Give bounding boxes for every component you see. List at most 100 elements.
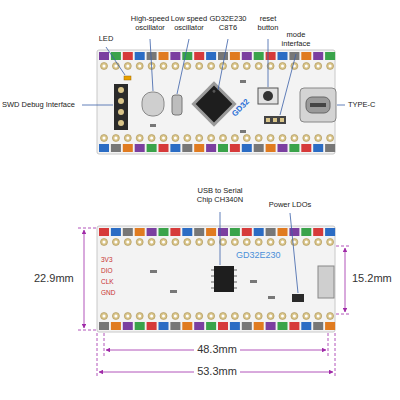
pin-label-strip <box>230 228 240 236</box>
callout-label: High-speed oscillator <box>128 14 172 32</box>
pin-pad <box>327 63 334 70</box>
pin-label-strip <box>147 322 157 330</box>
pin-label-strip <box>230 144 240 152</box>
pin-label-strip <box>147 52 157 60</box>
pcb-board <box>97 50 335 154</box>
pin-hole <box>174 241 177 244</box>
pin-label-strip <box>170 52 180 60</box>
pin-hole <box>293 137 296 140</box>
pin-label-strip <box>325 144 335 152</box>
pin-pad <box>184 239 191 246</box>
pin-pad <box>101 239 108 246</box>
smd-part <box>268 296 275 299</box>
pin-name: DIO <box>101 267 119 275</box>
pin-hole <box>198 241 201 244</box>
pin-hole <box>103 241 106 244</box>
callout-label: SWD Debug Interface <box>2 100 82 109</box>
pin-label-strip <box>194 144 204 152</box>
pin-label-strip <box>159 322 169 330</box>
pin-hole <box>281 65 284 68</box>
pin-hole <box>305 137 308 140</box>
pin-hole <box>233 137 236 140</box>
pin-label-strip <box>194 322 204 330</box>
pin-hole <box>329 65 332 68</box>
pin-hole <box>257 241 260 244</box>
swd-header <box>114 84 128 130</box>
pin-hole <box>222 241 225 244</box>
pin-hole <box>114 137 117 140</box>
smd-part <box>240 130 246 133</box>
pin-name: CLK <box>101 278 119 286</box>
pin-hole <box>245 65 248 68</box>
pin-pad <box>196 313 203 320</box>
pin-hole <box>305 241 308 244</box>
pin-hole <box>150 241 153 244</box>
pin-pad <box>172 313 179 320</box>
pin-hole <box>269 315 272 318</box>
pin-label-strip <box>159 52 169 60</box>
pin-label-strip <box>99 322 109 330</box>
pin-label-strip <box>266 322 276 330</box>
pin-hole <box>257 315 260 318</box>
pin-hole <box>114 241 117 244</box>
callout-label: TYPE-C <box>348 100 388 109</box>
pin-label-strip <box>111 322 121 330</box>
pin-label-strip <box>194 52 204 60</box>
pin-label-strip <box>278 322 288 330</box>
pin-label-strip <box>254 228 264 236</box>
pin-label-strip <box>289 228 299 236</box>
pin-pad <box>160 135 167 142</box>
pin-pad <box>327 239 334 246</box>
pin-hole <box>138 315 141 318</box>
pin-pad <box>267 313 274 320</box>
pin-hole <box>317 137 320 140</box>
pin-pad <box>279 239 286 246</box>
pin-hole <box>257 65 260 68</box>
pin-hole <box>162 65 165 68</box>
pin-pad <box>303 239 310 246</box>
pin-hole <box>281 315 284 318</box>
pin-pad <box>255 135 262 142</box>
pin-label-strip <box>278 228 288 236</box>
ls-crystal <box>172 95 182 115</box>
pin-hole <box>126 65 129 68</box>
pin-label-strip <box>123 52 133 60</box>
pin-hole <box>103 137 106 140</box>
pin-pad <box>220 135 227 142</box>
pin-hole <box>281 137 284 140</box>
pin-label-strip <box>254 52 264 60</box>
reset-button <box>258 88 278 104</box>
pin-label-strip <box>278 52 288 60</box>
pin-label-strip <box>218 52 228 60</box>
pin-name: GND <box>101 289 119 297</box>
led <box>124 76 131 80</box>
usb-c-connector <box>300 88 336 122</box>
pin-pad <box>291 239 298 246</box>
pin-pad <box>279 313 286 320</box>
pin-label-strip <box>242 52 252 60</box>
pin-hole <box>162 241 165 244</box>
pin-hole <box>329 315 332 318</box>
pin-pad <box>184 313 191 320</box>
pin-label-strip <box>111 228 121 236</box>
pin-hole <box>138 65 141 68</box>
pin-hole <box>174 65 177 68</box>
smd-part <box>240 80 246 83</box>
pin-hole <box>198 65 201 68</box>
pin-hole <box>245 241 248 244</box>
pin-pad <box>303 63 310 70</box>
pin-pad <box>124 135 131 142</box>
pin-pad <box>255 313 262 320</box>
pin-pad <box>315 313 322 320</box>
mode-jumper <box>264 116 286 124</box>
pin-pad <box>327 313 334 320</box>
pin-label-strip <box>99 228 109 236</box>
pin-label-strip <box>159 144 169 152</box>
pin-hole <box>198 315 201 318</box>
pin-pad <box>231 313 238 320</box>
pin-label-strip <box>289 322 299 330</box>
pin-label-strip <box>218 322 228 330</box>
pin-pad <box>208 63 215 70</box>
pin-hole <box>162 315 165 318</box>
